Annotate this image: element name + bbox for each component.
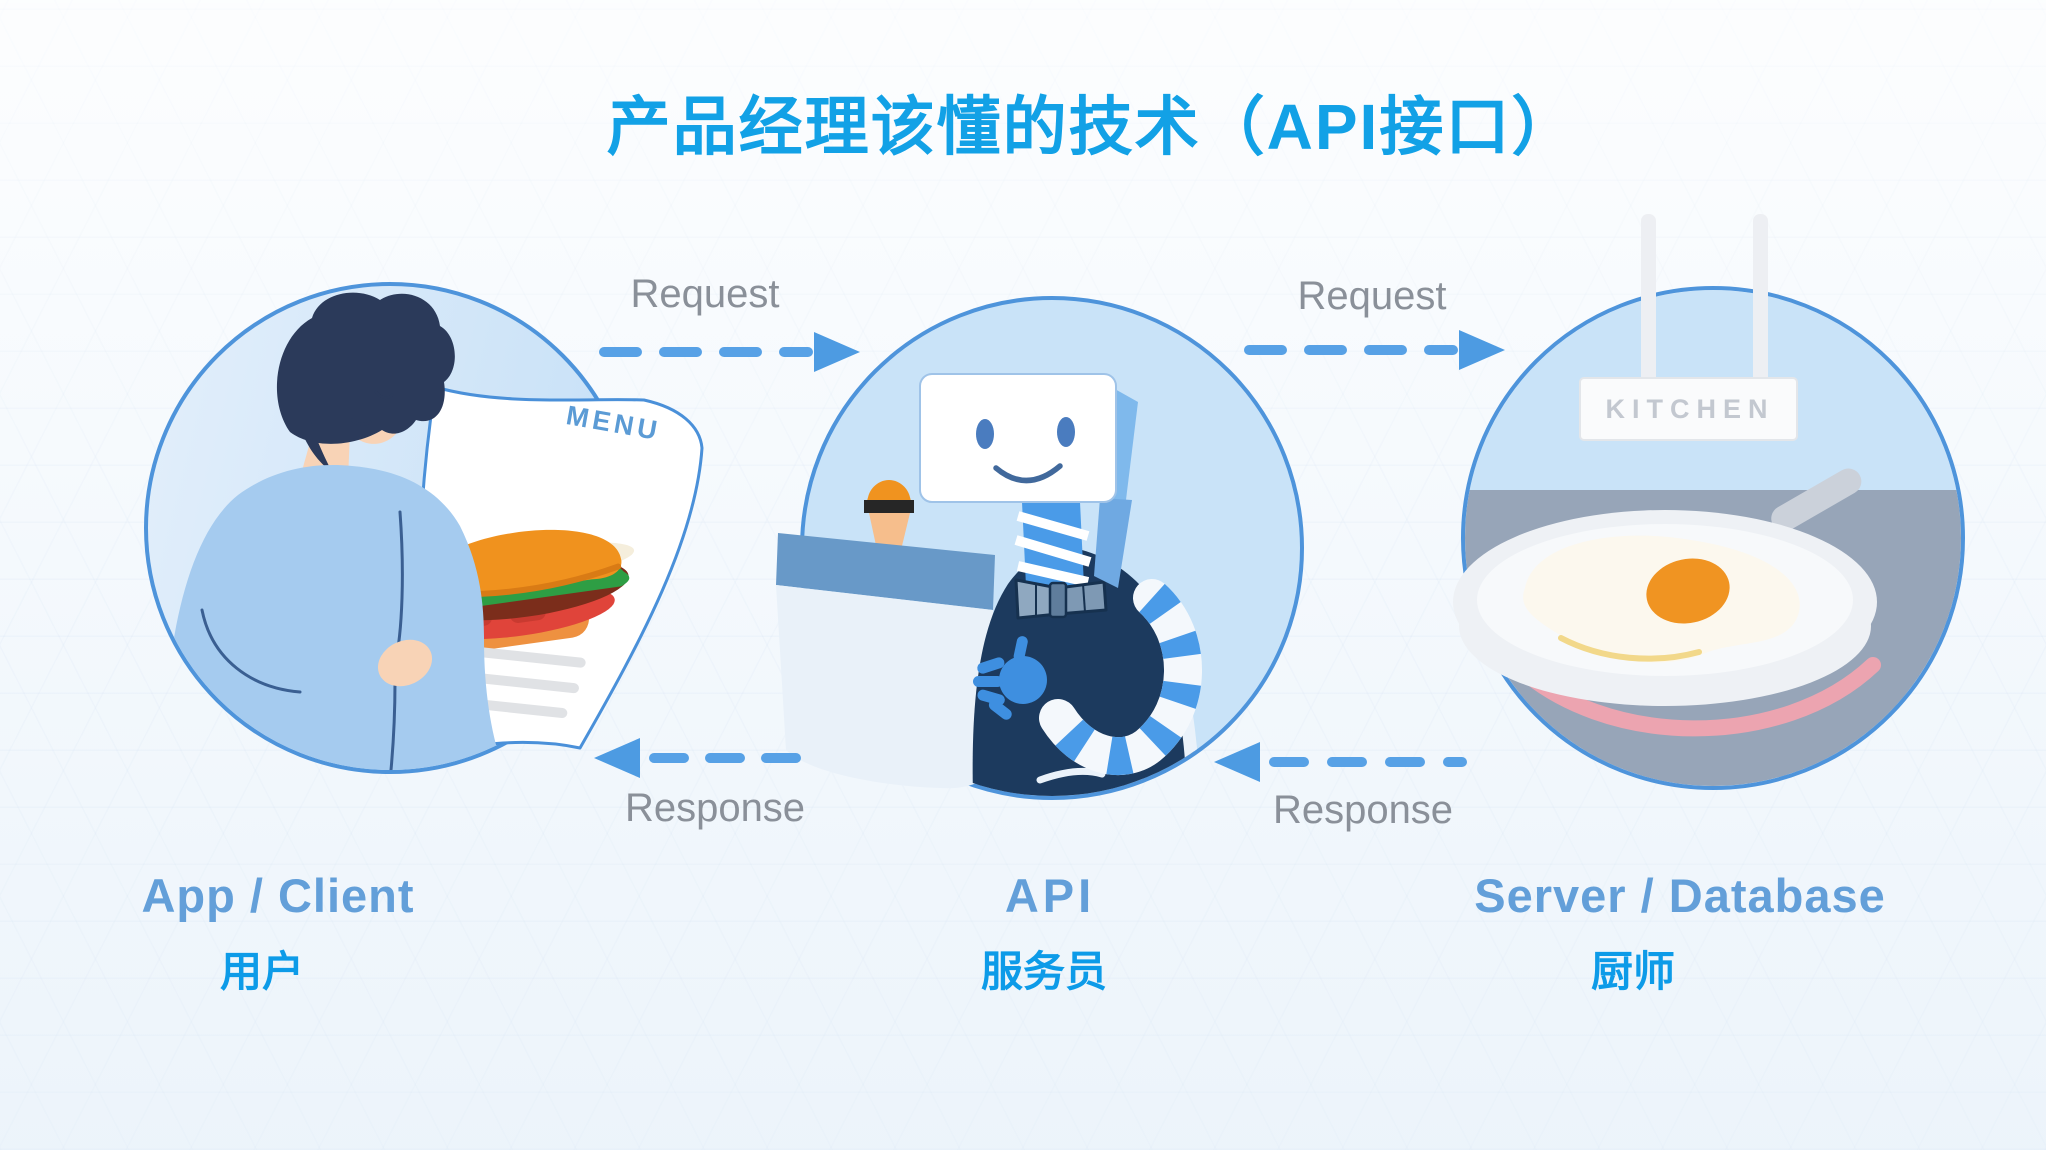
api-illustration (776, 296, 1304, 800)
robot-arm (1039, 579, 1202, 776)
request-label-right: Request (1297, 274, 1447, 318)
person-eye (374, 390, 394, 400)
sweater-seam-arm (200, 608, 302, 694)
person-sweater (162, 465, 508, 770)
egg-shadow-line (1558, 635, 1702, 662)
egg-yolk (1646, 558, 1730, 624)
pan-handle (1771, 468, 1862, 532)
robot-eye-right (1057, 417, 1075, 447)
client-en-label: App / Client (141, 869, 415, 922)
arrowhead-right-icon (814, 332, 860, 372)
robot-hand (973, 636, 1047, 720)
counter-front (776, 585, 996, 789)
request-arrow-left (599, 332, 860, 372)
request-label-left: Request (630, 272, 780, 316)
sweater-seam-right (396, 510, 404, 650)
arrowhead-right-icon (1459, 330, 1505, 370)
api-zh-label: 服务员 (980, 948, 1108, 995)
person-hair (276, 292, 455, 444)
robot-body (972, 547, 1200, 796)
robot-smile (993, 463, 1063, 484)
kitchen-sign: KITCHEN (1579, 214, 1798, 441)
server-en-label: Server / Database (1474, 869, 1886, 922)
response-arrow-right (1214, 742, 1467, 782)
server-circle (1461, 286, 1965, 790)
client-zh-label: 用户 (219, 948, 305, 995)
arrowhead-left-icon (594, 738, 640, 778)
response-label-right: Response (1272, 788, 1454, 832)
person-mouth (350, 418, 372, 427)
arrowhead-left-icon (1214, 742, 1260, 782)
person-hand (377, 639, 433, 687)
server-illustration: KITCHEN (1453, 214, 1965, 790)
robot (919, 373, 1202, 796)
sweater-seam-lower (389, 680, 397, 770)
person (162, 292, 508, 770)
page-title: 产品经理该懂的技术（API接口） (606, 91, 1578, 163)
robot-head (919, 373, 1138, 588)
microphone-icon (864, 480, 914, 553)
kitchen-sign-text: KITCHEN (1606, 394, 1775, 424)
server-zh-label: 厨师 (1590, 948, 1676, 995)
robot-scarf (1014, 502, 1092, 587)
response-arrow-left (594, 738, 823, 778)
request-arrow-right (1244, 330, 1505, 370)
frying-pan-icon (1453, 468, 1881, 737)
person-hair-lock (300, 416, 332, 472)
client-illustration: MENU (144, 282, 704, 774)
robot-eye-left (976, 419, 994, 449)
counter-top (776, 533, 995, 610)
response-label-left: Response (624, 786, 806, 830)
api-en-label: API (1004, 869, 1096, 922)
bow-tie-icon (1014, 578, 1108, 620)
robot-hem-stripe (1036, 767, 1106, 784)
